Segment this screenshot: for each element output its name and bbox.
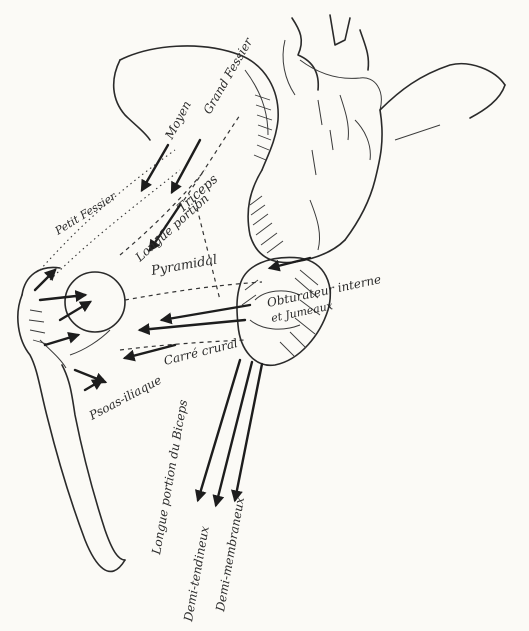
label-moyen: Moyen: [162, 99, 194, 143]
label-demi-tendineux: Demi-tendineux: [181, 525, 212, 624]
label-psoas-iliaque: Psoas-iliaque: [86, 373, 164, 423]
label-longue-portion: Longue portion: [132, 191, 212, 265]
label-biceps: Longue portion du Biceps: [149, 399, 190, 557]
ilium-outline: [114, 46, 279, 170]
label-demi-membraneux: Demi-membraneux: [213, 496, 247, 614]
muscle-lines: [40, 115, 262, 350]
ischium-outline: [248, 64, 505, 263]
sacrum-sketch: [283, 15, 381, 175]
label-pyramidal: Pyramidal: [149, 253, 218, 280]
label-petit-fessier: Petit Fessier: [52, 189, 119, 238]
label-carre-crural: Carré crural: [162, 336, 239, 368]
